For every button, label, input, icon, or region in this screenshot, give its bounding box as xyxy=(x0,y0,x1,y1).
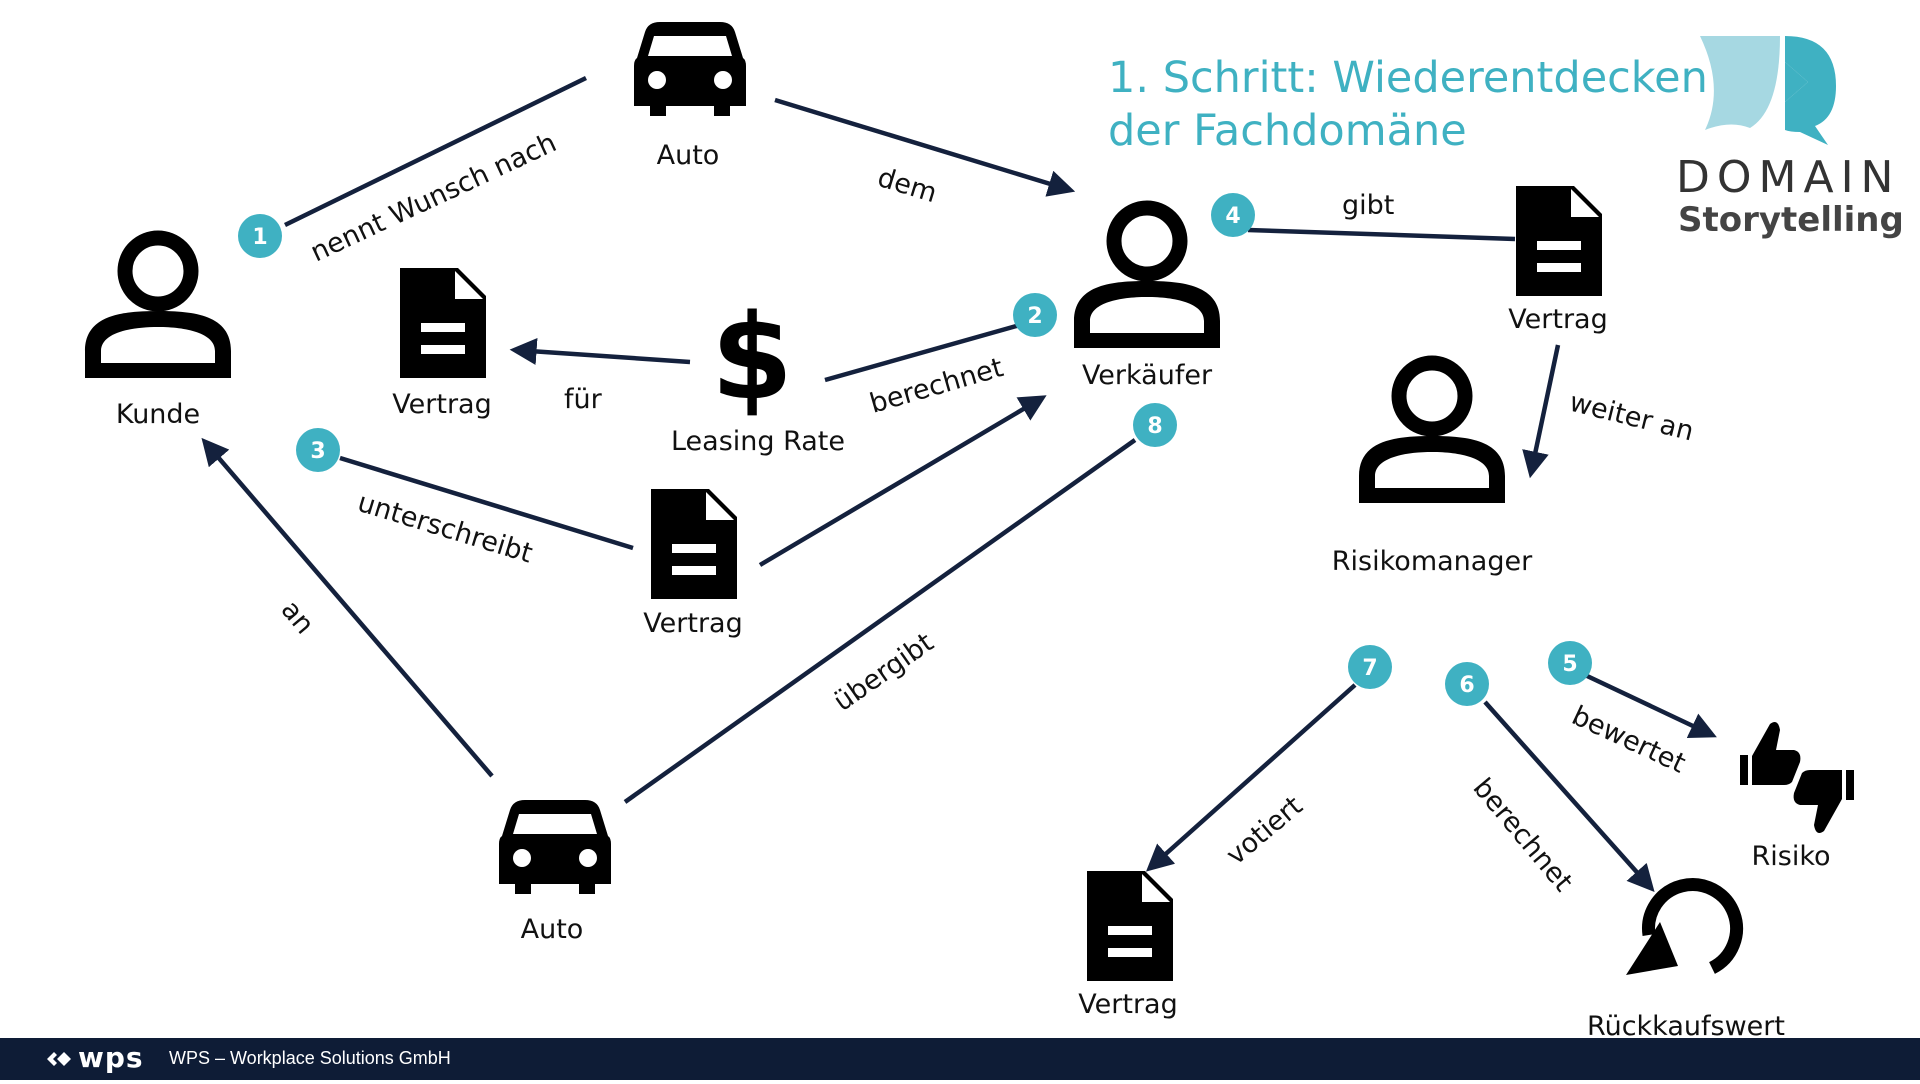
connector-bewertet xyxy=(1584,672,1717,738)
document-icon xyxy=(1516,186,1602,296)
activity-label: votiert xyxy=(1221,790,1309,871)
connector-weiter-an xyxy=(1522,344,1561,479)
svg-text:8: 8 xyxy=(1147,414,1162,439)
activity-label: bewertet xyxy=(1567,700,1690,779)
connector-uebergibt xyxy=(623,438,1137,804)
object-vertrag-left: Vertrag xyxy=(392,268,492,420)
logo-domain-text: DOMAIN xyxy=(1676,152,1901,203)
connector-verkaeufer-berechnet xyxy=(824,322,1021,383)
document-icon xyxy=(1087,871,1173,981)
svg-text:4: 4 xyxy=(1225,204,1240,229)
actor-verkaeufer: Verkäufer xyxy=(1074,208,1220,391)
object-vertrag-bottom: Vertrag xyxy=(1078,871,1178,1020)
svg-text:6: 6 xyxy=(1459,673,1474,698)
object-label: Auto xyxy=(521,914,584,945)
actor-label: Risikomanager xyxy=(1332,546,1533,577)
connector-kunde-unterschreibt xyxy=(339,455,634,551)
svg-text:2: 2 xyxy=(1027,304,1042,329)
dollar-icon: $ xyxy=(711,288,793,426)
object-auto-top: Auto xyxy=(634,22,746,171)
object-label: Auto xyxy=(657,140,720,171)
connectors xyxy=(201,75,1717,893)
document-icon xyxy=(651,489,737,599)
activity-label: unterschreibt xyxy=(354,487,536,570)
activity-labels: nennt Wunsch nach dem berechnet für unte… xyxy=(275,127,1697,897)
object-risiko: Risiko xyxy=(1740,722,1854,872)
thumbs-up-down-icon xyxy=(1740,722,1854,833)
actor-risikomanager: Risikomanager xyxy=(1332,363,1533,577)
page-title-line-2: der Fachdomäne xyxy=(1108,106,1467,156)
car-icon xyxy=(499,800,611,894)
wps-logo-icon xyxy=(47,1052,71,1066)
object-label: Rückkaufswert xyxy=(1587,1011,1785,1042)
step-badge-5: 5 xyxy=(1548,641,1592,685)
step-badge-2: 2 xyxy=(1013,293,1057,337)
object-label: Vertrag xyxy=(392,389,491,420)
connector-auto-dem xyxy=(774,97,1076,197)
connector-votiert xyxy=(1145,683,1357,872)
activity-label: übergibt xyxy=(828,627,939,718)
activity-label: gibt xyxy=(1342,190,1394,221)
actor-kunde: Kunde xyxy=(85,238,231,430)
connector-kunde-nennt xyxy=(284,75,587,228)
page-title-line-1: 1. Schritt: Wiederentdecken xyxy=(1108,53,1708,103)
footer-bar: wps WPS – Workplace Solutions GmbH xyxy=(0,1038,1920,1080)
svg-text:3: 3 xyxy=(310,439,325,464)
step-badge-4: 4 xyxy=(1211,193,1255,237)
footer-brand: wps xyxy=(78,1041,144,1074)
object-label: Risiko xyxy=(1751,841,1830,872)
connector-auto-an xyxy=(201,437,494,778)
step-badge-8: 8 xyxy=(1133,403,1177,447)
actor-label: Verkäufer xyxy=(1082,360,1213,391)
connector-rate-fuer xyxy=(509,338,691,365)
car-icon xyxy=(634,22,746,116)
svg-text:1: 1 xyxy=(252,225,267,250)
object-auto-bottom: Auto xyxy=(499,800,611,945)
object-vertrag-center: Vertrag xyxy=(643,489,743,639)
page-title: 1. Schritt: Wiederentdecken der Fachdomä… xyxy=(1108,52,1708,158)
logo-bubbles-icon xyxy=(1700,36,1836,145)
person-icon xyxy=(85,238,231,378)
svg-text:7: 7 xyxy=(1362,656,1377,681)
person-icon xyxy=(1359,363,1505,503)
object-label: Leasing Rate xyxy=(671,426,845,457)
activity-label: für xyxy=(564,384,603,415)
object-label: Vertrag xyxy=(1078,989,1177,1020)
footer-company-text: WPS – Workplace Solutions GmbH xyxy=(169,1048,451,1068)
object-vertrag-right: Vertrag xyxy=(1508,186,1608,335)
activity-label: an xyxy=(275,595,320,641)
object-label: Vertrag xyxy=(643,608,742,639)
actor-label: Kunde xyxy=(116,399,200,430)
activity-label: weiter an xyxy=(1566,387,1696,448)
svg-text:5: 5 xyxy=(1562,652,1577,677)
refresh-icon xyxy=(1626,878,1744,975)
person-icon xyxy=(1074,208,1220,348)
step-badges: 1 2 3 4 5 6 7 8 xyxy=(238,193,1592,706)
object-label: Vertrag xyxy=(1508,304,1607,335)
logo-storytelling-text: Storytelling xyxy=(1678,200,1904,240)
step-badge-1: 1 xyxy=(238,214,282,258)
object-leasing-rate: $ Leasing Rate xyxy=(671,288,845,457)
document-icon xyxy=(400,268,486,378)
step-badge-3: 3 xyxy=(296,428,340,472)
activity-label: dem xyxy=(874,162,941,209)
connector-berechnet-wert xyxy=(1483,700,1655,893)
step-badge-7: 7 xyxy=(1348,645,1392,689)
connector-gibt xyxy=(1247,227,1516,242)
step-badge-6: 6 xyxy=(1445,662,1489,706)
connector-vertrag-verkaeufer xyxy=(758,395,1047,567)
